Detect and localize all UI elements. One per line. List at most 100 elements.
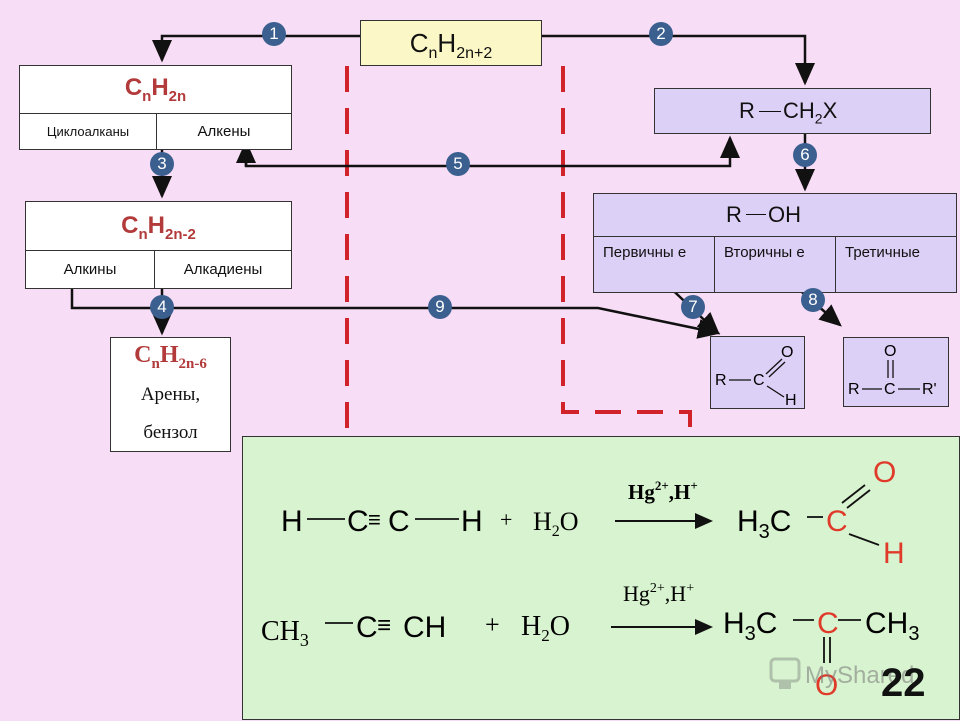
alkenes-label: Алкены	[197, 123, 251, 140]
haloalkane-box: R CH2X	[654, 88, 931, 134]
r1-h2: H	[461, 505, 483, 538]
benzene-label: бензол	[143, 422, 198, 443]
ketone-box: O R C R'	[843, 337, 949, 407]
slide-number: 22	[881, 661, 926, 705]
aldehyde-h: H	[785, 392, 797, 409]
aldehyde-o: O	[781, 344, 793, 361]
alkynes-c: C	[121, 212, 139, 239]
aldehyde-r: R	[715, 372, 727, 389]
haloalkane-ch2x: CH2X	[783, 98, 837, 126]
alkynes-box: CnH2n-2 Алкины Алкадиены	[25, 201, 292, 289]
alkynes-formula: CnH2n-2	[26, 212, 291, 243]
alcohol-vdiv2	[835, 236, 836, 293]
r2-water: H2O	[521, 611, 570, 645]
r2-ch3-right: CH3	[865, 607, 919, 645]
alkenes-vdivider	[156, 113, 157, 150]
cycloalkanes-label: Циклоалканы	[46, 124, 130, 139]
alkadienes-label: Алкадиены	[183, 261, 263, 278]
step-6-badge: 6	[793, 143, 817, 167]
alkynes-vdivider	[154, 250, 155, 289]
aldehyde-box: R C O H	[710, 336, 805, 409]
reaction-panel-drawing: H C ≡ C H + H2O Hg2+,H+ H3C C O H CH3 C …	[261, 456, 919, 702]
alkenes-divider	[20, 113, 291, 114]
aldehyde-c: C	[753, 372, 765, 389]
r1-c1: C	[347, 505, 369, 538]
alkenes-formula: CnH2n	[20, 74, 291, 105]
ketone-structure: O R C R'	[848, 343, 937, 398]
secondary-alcohol-label: Вторичны е	[724, 244, 805, 261]
r1-water: H2O	[533, 507, 579, 540]
arenes-h: H	[159, 342, 179, 368]
r2-c: C	[356, 611, 378, 644]
haloalkane-sub: 2	[814, 110, 823, 127]
alkenes-c: C	[124, 74, 143, 101]
r1-h3c: H3C	[737, 505, 791, 543]
r2-triple: ≡	[377, 612, 391, 639]
alkynes-divider	[26, 250, 291, 251]
r2-ch: CH	[403, 611, 446, 644]
alcohol-r: R	[726, 202, 742, 227]
arenes-box: CnH2n-6 Арены, бензол	[110, 337, 231, 452]
step-7-badge: 7	[681, 295, 705, 319]
alkane-sub-n: n	[428, 45, 438, 63]
arenes-formula: CnH2n-6	[111, 342, 230, 373]
r1-h1: H	[281, 505, 303, 538]
step-1-badge: 1	[262, 22, 286, 46]
alcohol-vdiv1	[714, 236, 715, 293]
alkane-formula-box: CnH2n+2	[360, 20, 542, 66]
alkenes-h: H	[151, 74, 169, 101]
alcohol-box: R OH Первичны е Вторичны е Третичные	[593, 193, 957, 293]
alkynes-h: H	[147, 212, 165, 239]
step-2-badge: 2	[649, 22, 673, 46]
haloalkane-x: X	[822, 98, 838, 123]
watermark-logo-icon	[769, 657, 801, 689]
alkane-h: H	[437, 28, 457, 58]
alcohol-divider	[594, 236, 956, 237]
alkynes-label: Алкины	[63, 261, 117, 278]
alkynes-sub-2n2: 2n-2	[165, 225, 196, 243]
r2-product-c: C	[817, 607, 839, 640]
alkenes-box: CnH2n Циклоалканы Алкены	[19, 65, 292, 150]
primary-alcohol-label: Первичны е	[603, 244, 687, 261]
alkenes-sub-n: n	[142, 87, 152, 105]
r1-catalyst: Hg2+,H+	[628, 478, 698, 504]
alkynes-sub-n: n	[138, 225, 148, 243]
alkenes-sub-2n: 2n	[168, 87, 187, 105]
r1-plus: +	[500, 507, 512, 532]
r2-ch3: CH3	[261, 616, 309, 650]
r2-h3c: H3C	[723, 607, 777, 645]
r2-plus: +	[485, 610, 500, 639]
r1-triple: ≡	[368, 507, 381, 532]
haloalkane-r: R	[739, 98, 755, 123]
step-5-badge: 5	[446, 152, 470, 176]
alcohol-formula: R OH	[594, 202, 956, 232]
ketone-c: C	[884, 381, 896, 398]
ketone-r2: R'	[922, 381, 937, 398]
aldehyde-structure: R C O H	[715, 344, 797, 409]
haloalkane-ch: CH	[783, 98, 815, 123]
watermark-text: MyShared	[805, 662, 914, 689]
alcohol-bond	[746, 214, 766, 215]
step-4-badge: 4	[150, 295, 174, 319]
step-3-badge: 3	[150, 152, 174, 176]
r1-product-o: O	[873, 456, 896, 489]
alcohol-oh: OH	[768, 202, 801, 227]
tertiary-alcohol-label: Третичные	[845, 244, 920, 261]
ketone-o: O	[884, 343, 896, 360]
r1-c2: C	[388, 505, 410, 538]
arenes-sub-2n6: 2n-6	[178, 355, 207, 372]
haloalkane-bond	[759, 111, 781, 112]
alkane-c: C	[409, 28, 429, 58]
arenes-label: Арены,	[140, 384, 201, 405]
r1-product-h: H	[883, 537, 905, 570]
arenes-c: C	[134, 342, 152, 368]
r2-product-o: O	[815, 669, 838, 702]
ketone-r: R	[848, 381, 860, 398]
step-8-badge: 8	[801, 288, 825, 312]
reaction-panel: H C ≡ C H + H2O Hg2+,H+ H3C C O H CH3 C …	[242, 436, 960, 720]
alkane-sub-2n2: 2n+2	[456, 45, 493, 63]
r2-catalyst: Hg2+,H+	[623, 581, 694, 606]
step-9-badge: 9	[428, 295, 452, 319]
r1-product-c: C	[826, 505, 848, 538]
